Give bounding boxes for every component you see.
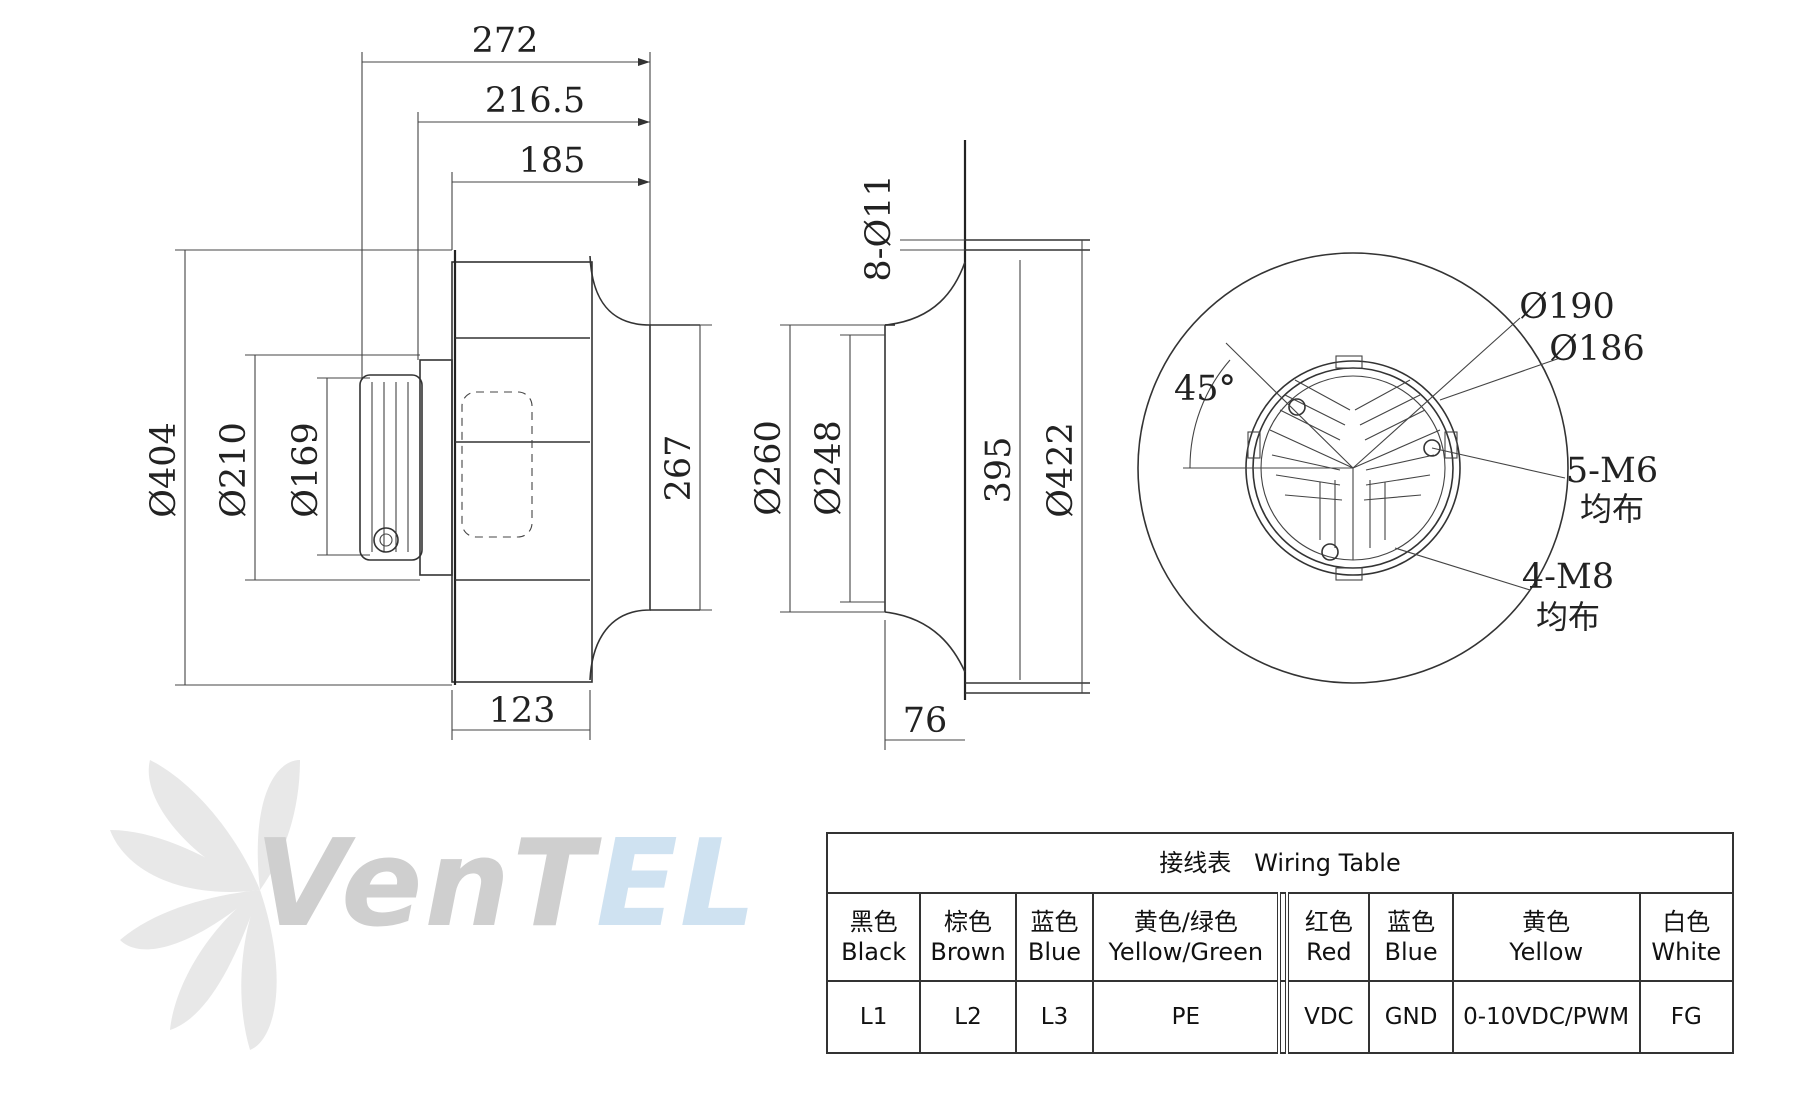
wiring-title-cn: 接线表 xyxy=(1159,849,1232,877)
dim-267: 267 xyxy=(659,435,699,502)
signal-fg: FG xyxy=(1638,980,1735,1054)
wiring-table-title: 接线表 Wiring Table xyxy=(826,832,1734,894)
dim-395: 395 xyxy=(979,437,1019,504)
dim-185: 185 xyxy=(519,141,586,181)
logo-text-t: T xyxy=(512,815,602,954)
dim-216-5: 216.5 xyxy=(485,81,585,121)
signal-l2: L2 xyxy=(919,980,1017,1054)
ventel-logo: VenTEL xyxy=(110,760,758,1050)
label-4-m8: 4-M8 xyxy=(1522,557,1614,597)
note-m8-even: 均布 xyxy=(1536,598,1600,636)
dim-272: 272 xyxy=(472,21,539,61)
dim-angle-45: 45° xyxy=(1174,369,1236,409)
signal-l1: L1 xyxy=(825,980,922,1054)
dim-dia-210: Ø210 xyxy=(214,422,254,518)
fan-blade-icon xyxy=(110,760,300,1050)
front-view: 45° Ø190 Ø186 5-M6 均布 4-M8 均布 xyxy=(1137,252,1658,684)
dim-8-dia-11: 8-Ø11 xyxy=(859,174,899,281)
side-view: 272 216.5 185 123 Ø404 Ø210 Ø169 267 xyxy=(144,21,712,740)
label-5-m6: 5-M6 xyxy=(1566,451,1658,491)
dim-dia-190: Ø190 xyxy=(1519,287,1615,327)
note-m6-even: 均布 xyxy=(1580,490,1644,528)
section-view: 8-Ø11 Ø260 Ø248 395 Ø422 76 xyxy=(749,140,1090,750)
logo-text-el: EL xyxy=(596,815,758,954)
logo-text-ven: Ven xyxy=(255,815,512,954)
table-separator xyxy=(1277,892,1290,982)
svg-text:VenTEL: VenTEL xyxy=(255,815,758,954)
signal-l3: L3 xyxy=(1014,980,1095,1054)
signal-pe: PE xyxy=(1092,980,1281,1054)
signal-0-10vdc-pwm: 0-10VDC/PWM xyxy=(1451,980,1641,1054)
table-separator xyxy=(1277,980,1290,1054)
dim-dia-248: Ø248 xyxy=(809,420,849,516)
dim-123: 123 xyxy=(489,691,556,731)
dim-76: 76 xyxy=(903,701,948,741)
dim-dia-186: Ø186 xyxy=(1549,329,1645,369)
wiring-title-en: Wiring Table xyxy=(1254,849,1401,877)
dim-dia-260: Ø260 xyxy=(749,420,789,516)
dim-dia-169: Ø169 xyxy=(286,422,326,518)
signal-gnd: GND xyxy=(1368,980,1454,1054)
dim-dia-422: Ø422 xyxy=(1041,422,1081,518)
dim-dia-404: Ø404 xyxy=(144,422,184,518)
signal-vdc: VDC xyxy=(1286,980,1371,1054)
